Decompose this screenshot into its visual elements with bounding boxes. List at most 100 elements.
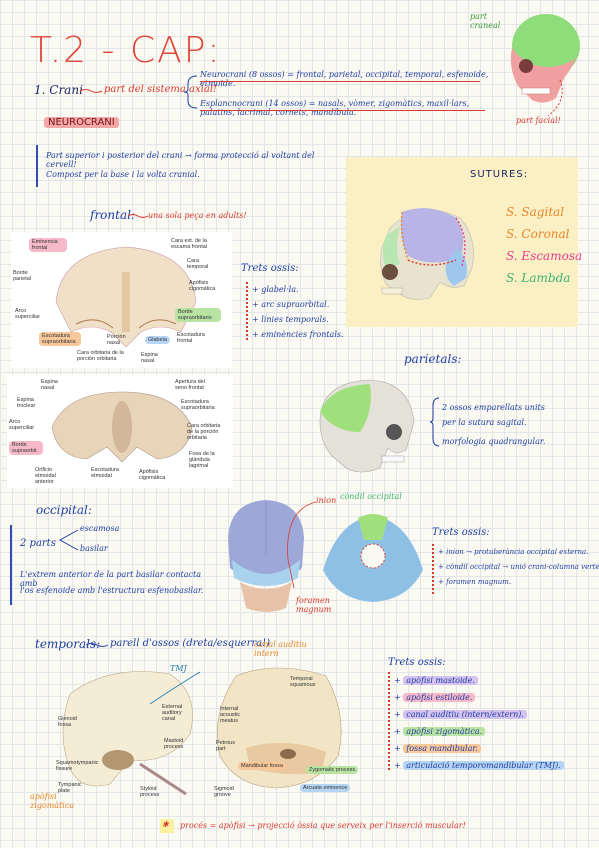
arrow-icon — [127, 214, 149, 218]
neuro-line2: Compost per la base i la volta cranial. — [46, 170, 200, 179]
frontal-trets-title: Trets ossis: — [241, 263, 299, 274]
frontal-inferior-figure: Espina nasal Apertura del seno frontal E… — [7, 375, 233, 488]
suture-item: S. Escamosa — [506, 249, 583, 263]
tag-glabela: Glabela — [145, 336, 170, 344]
part-facial-label: part facial! — [516, 116, 561, 125]
tag-escotadura: Escotadura supraorbitaria — [39, 332, 81, 346]
fig-label: Arco superciliar — [9, 419, 35, 431]
fig-label: Borde parietal — [13, 270, 32, 282]
suture-item: S. Sagital — [506, 205, 565, 219]
fig-label: Escotadura etmoidal — [91, 467, 119, 479]
asterisk-icon — [160, 819, 174, 833]
frontal-bone-image — [55, 246, 197, 348]
fig-label: Escotadura frontal — [177, 332, 205, 344]
parietals-list: 2 ossos emparellats units per la sutura … — [442, 400, 545, 449]
fig-label: Cara orbitaria de la porción orbitaria — [187, 423, 221, 441]
underline-red — [200, 110, 485, 111]
frontal-title: frontal: — [90, 208, 135, 222]
fig-label: Sigmoid groove — [214, 786, 234, 798]
page-title: T.2 - CAP: — [30, 30, 222, 71]
sutures-title: SUTURES: — [470, 169, 529, 180]
skull-sutures-image — [380, 208, 474, 300]
fig-label: Petrous part — [216, 740, 235, 752]
parietal-line: per la sutura sagital. — [442, 418, 527, 427]
fig-label: Tympanic plate — [58, 782, 82, 794]
canal-auditiu-label: canal auditiu intern — [254, 640, 307, 658]
skull-parietal-image — [319, 379, 415, 473]
fig-label: Mastoid process — [164, 738, 184, 750]
foramen-label: foramen magnum — [296, 596, 332, 614]
tret-item: + còndil occipital → unió crani-columna … — [438, 563, 599, 571]
dotted-bracket — [388, 672, 390, 770]
part-craneal-label: part craneal — [470, 12, 501, 30]
fig-label: Espina troclear — [17, 397, 36, 409]
occipital-bone-image — [323, 514, 423, 602]
angle-bracket-icon — [58, 529, 79, 551]
fig-label: Cara orbitaria de la porción orbitaria — [77, 350, 124, 362]
tret-item: + glabel·la. — [252, 285, 299, 294]
dotted-bracket — [432, 544, 434, 594]
occipital-line2: l'os esfenoide amb l'estructura esfenoba… — [20, 586, 204, 595]
tret-item: + apòfisi estiloide. — [394, 689, 564, 706]
tret-item: + foramen magnum. — [438, 578, 512, 586]
occipital-line1: L'extrem anterior de la part basilar con… — [20, 570, 201, 588]
tret-item: + eminències frontals. — [252, 330, 344, 339]
brace-icon — [183, 75, 198, 109]
tmj-label: TMJ — [170, 664, 187, 673]
cranium-label: 1. Crani — [34, 83, 83, 97]
fig-label: Temporal squamous — [290, 676, 316, 688]
neuro-line: Neurocrani (8 ossos) = frontal, parietal… — [200, 70, 489, 88]
neurocrani-header: NEUROCRANI — [44, 117, 119, 128]
suture-item: S. Lambda — [506, 271, 571, 285]
occipital-part2: basilar — [80, 544, 108, 553]
fig-label: Espina nasal — [141, 352, 158, 364]
tret-item: + fossa mandibular. — [394, 740, 564, 757]
asterisk-symbol: ✱ — [162, 820, 169, 829]
condil-label: còndil occipital — [340, 492, 402, 501]
suture-item: S. Coronal — [506, 227, 570, 241]
tret-item: + línies temporals. — [252, 315, 329, 324]
fig-label: Glenoid fossa — [58, 716, 77, 728]
neuro-line1: Part superior i posterior del crani → fo… — [46, 151, 315, 169]
tag-borde-supraorb: Borde supraorbitario — [175, 308, 221, 322]
frontal-anterior-figure: Eminencia frontal Cara ext. de la escama… — [11, 232, 232, 368]
frontal-desc: una sola peça en adults! — [148, 211, 247, 220]
tag-arcuate: Arcuate eminence — [300, 784, 351, 792]
fig-label: Espina nasal — [41, 379, 58, 391]
arrow-icon — [79, 89, 103, 93]
arrow-icon — [85, 643, 109, 647]
cranium-desc: part del sistema axial! — [104, 84, 218, 95]
fig-label: Cara temporal — [187, 258, 209, 270]
fig-label: Internal acoustic meatus — [220, 706, 241, 724]
sutures-list: S. Sagital S. Coronal S. Escamosa S. Lam… — [506, 201, 582, 289]
occipital-bracket — [10, 525, 12, 605]
neuro-bracket — [36, 145, 38, 187]
skull-occipital-posterior-image — [228, 500, 304, 612]
occipital-parts-label: 2 parts — [20, 538, 56, 549]
parietal-line: morfologia quadrangular. — [442, 437, 546, 446]
tag-borde-supraorb: Borde supraorbit. — [9, 441, 43, 455]
tag-zygomatic: Zygomatic process — [306, 766, 359, 774]
fig-label: Apófisis cigomática — [189, 280, 216, 292]
esplanc-line: Esplancnocrani (14 ossos) = nasals, vòme… — [200, 99, 470, 117]
frontal-inferior-image — [51, 391, 193, 463]
inion-label: inion — [316, 496, 337, 505]
fig-label: Arco superciliar — [15, 308, 41, 320]
fig-label: Cara ext. de la escama frontal — [171, 238, 208, 250]
fig-label: Styloid process — [140, 786, 160, 798]
occipital-title: occipital: — [36, 503, 92, 517]
dotted-bracket — [246, 282, 248, 340]
brace-icon — [429, 397, 440, 447]
temporal-lateral-image — [62, 671, 201, 796]
parietal-line: 2 ossos emparellats units — [442, 403, 545, 412]
frontal-trets-list: + glabel·la. + arc supraorbital. + línie… — [252, 282, 344, 342]
tret-item: + inion → protuberància occipital extern… — [438, 548, 589, 556]
fig-label: Squamotympanic fissure — [56, 760, 99, 772]
parietals-title: parietals: — [404, 352, 462, 366]
tag-mandibular: Mandibular fossa — [238, 762, 286, 770]
fig-label: Orificio etmoidal anterior — [35, 467, 56, 485]
apofisi-zigo-label: apòfisi zigomàtica — [30, 792, 75, 810]
tag-eminencia: Eminencia frontal — [29, 238, 67, 252]
occipital-part1: escamosa — [80, 524, 120, 533]
fig-label: Fosa de la glándula lagrimal — [189, 451, 215, 469]
